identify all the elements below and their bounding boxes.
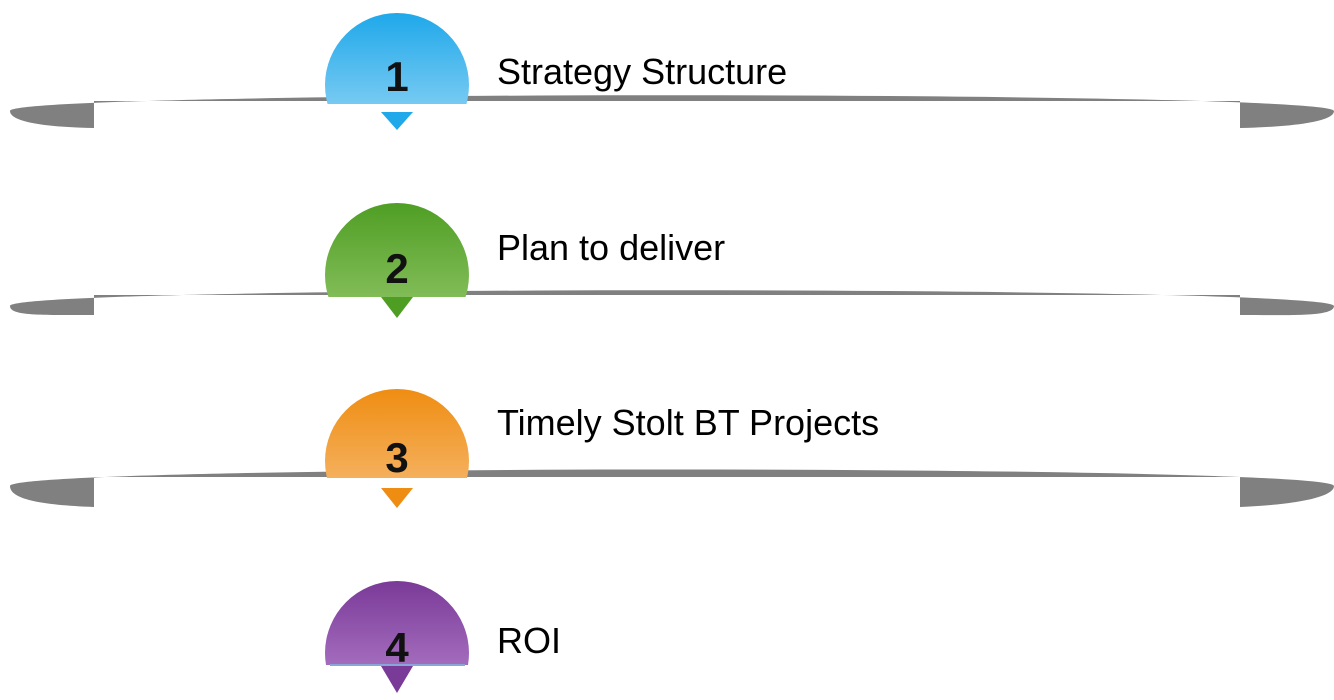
step-3-number: 3 (385, 434, 408, 481)
step-2-circle (325, 203, 469, 297)
step-3-label: Timely Stolt BT Projects (497, 402, 880, 443)
step-2-label: Plan to deliver (497, 227, 726, 268)
step-4-pointer (381, 666, 413, 693)
step-2-pointer (381, 297, 413, 318)
step-4-graphic: 4 (325, 581, 469, 693)
step-4-number: 4 (385, 624, 409, 671)
step-1-pointer (381, 112, 413, 130)
step-3-circle (325, 389, 469, 478)
step-1: 1 Strategy Structure (0, 0, 1334, 175)
step-3: 3 Timely Stolt BT Projects (0, 350, 1334, 525)
step-1-circle (325, 13, 469, 104)
step-1-label: Strategy Structure (497, 51, 788, 92)
step-4-circle (325, 581, 469, 665)
step-4: 4 ROI (0, 525, 1334, 700)
ribbon-bar (10, 290, 1334, 316)
step-2-graphic: 2 (10, 203, 1334, 318)
ribbon-bar (10, 469, 1334, 507)
ribbon-bar (10, 95, 1334, 128)
step-1-number: 1 (385, 53, 408, 100)
step-3-graphic: 3 (10, 389, 1334, 508)
step-1-graphic: 1 (10, 13, 1334, 130)
step-3-pointer (381, 488, 413, 508)
step-2-number: 2 (385, 245, 408, 292)
step-2: 2 Plan to deliver (0, 175, 1334, 350)
step-4-label: ROI (497, 620, 562, 661)
